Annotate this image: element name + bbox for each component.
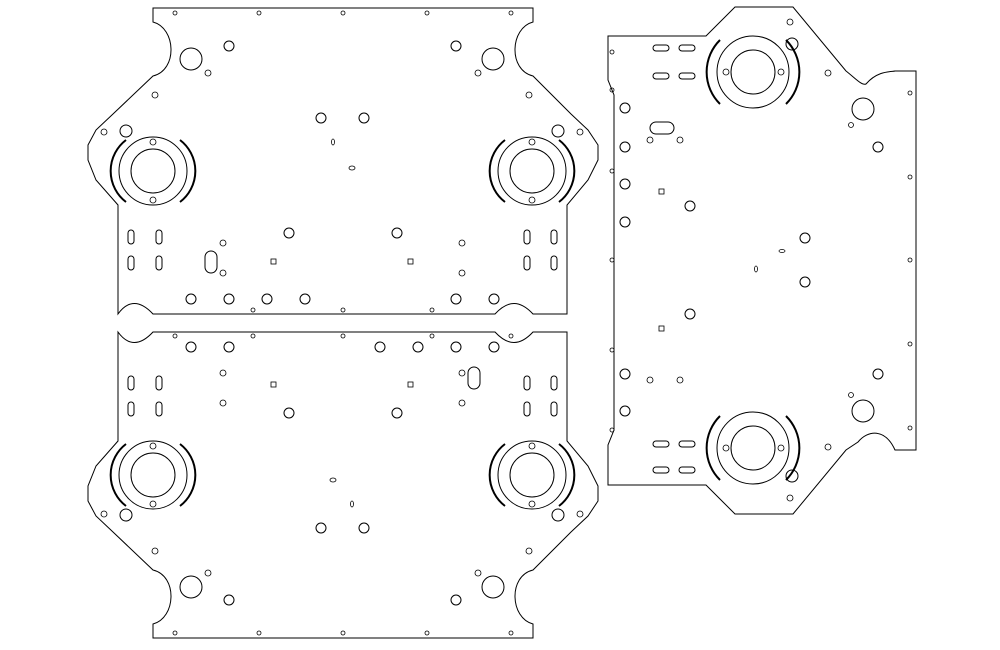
plate-outline [87,330,599,639]
plate-outline [607,6,917,515]
plate-outline [87,7,599,316]
side-plate [607,6,917,515]
mounting-holes [100,10,584,313]
bearing-right [488,136,576,206]
mounting-holes [609,18,913,502]
bearing-left [109,440,197,510]
bearing-right [488,440,576,510]
bearing-left [109,136,197,206]
bottom-plate [87,330,599,639]
bearing-upper [705,35,801,109]
mounting-holes [100,333,584,636]
top-plate [87,7,599,316]
bearing-lower [705,411,801,485]
